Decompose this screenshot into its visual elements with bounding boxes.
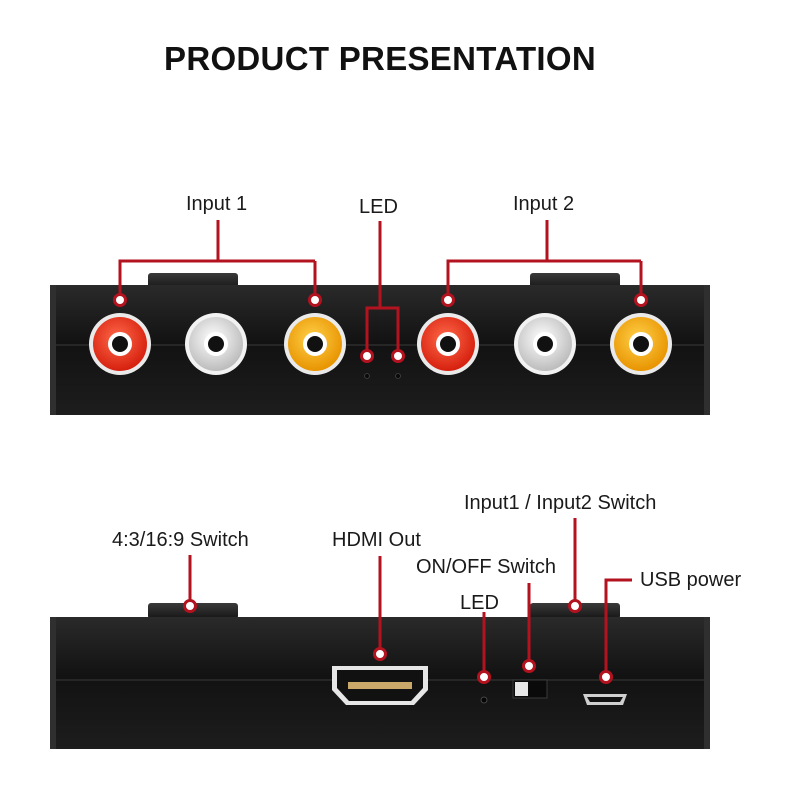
input1-jack-yellow — [284, 313, 346, 375]
usb-power-label: USB power — [640, 569, 742, 591]
front-device — [50, 273, 710, 415]
back-callout-dots — [183, 599, 613, 684]
input2-callout — [446, 220, 549, 300]
hdmi-port — [332, 666, 428, 705]
front-callouts — [118, 220, 643, 355]
input2-jack-yellow — [610, 313, 672, 375]
on-off-switch-label: ON/OFF Switch — [416, 556, 557, 578]
input1-jack-white — [185, 313, 247, 375]
input-switch-label: Input1 / Input2 Switch — [464, 492, 657, 514]
front-led-2 — [395, 373, 401, 379]
hdmi-out-label: HDMI Out — [332, 529, 421, 551]
front-led-label: LED — [359, 196, 398, 218]
usb-callout — [604, 578, 632, 676]
back-callouts — [188, 518, 632, 676]
back-led-label: LED — [460, 592, 499, 614]
on-off-switch — [512, 679, 548, 699]
page-title: PRODUCT PRESENTATION — [164, 40, 596, 77]
front-led-1 — [364, 373, 370, 379]
input2-label: Input 2 — [513, 193, 575, 215]
input1-label: Input 1 — [186, 193, 248, 215]
input2-jack-white — [514, 313, 576, 375]
aspect-switch-label: 4:3/16:9 Switch — [112, 529, 249, 551]
input1-callout — [118, 220, 220, 300]
input2-jack-red — [417, 313, 479, 375]
input1-jack-red — [89, 313, 151, 375]
front-callout-dots — [113, 293, 648, 363]
back-led — [480, 696, 488, 704]
usb-port — [583, 694, 627, 705]
